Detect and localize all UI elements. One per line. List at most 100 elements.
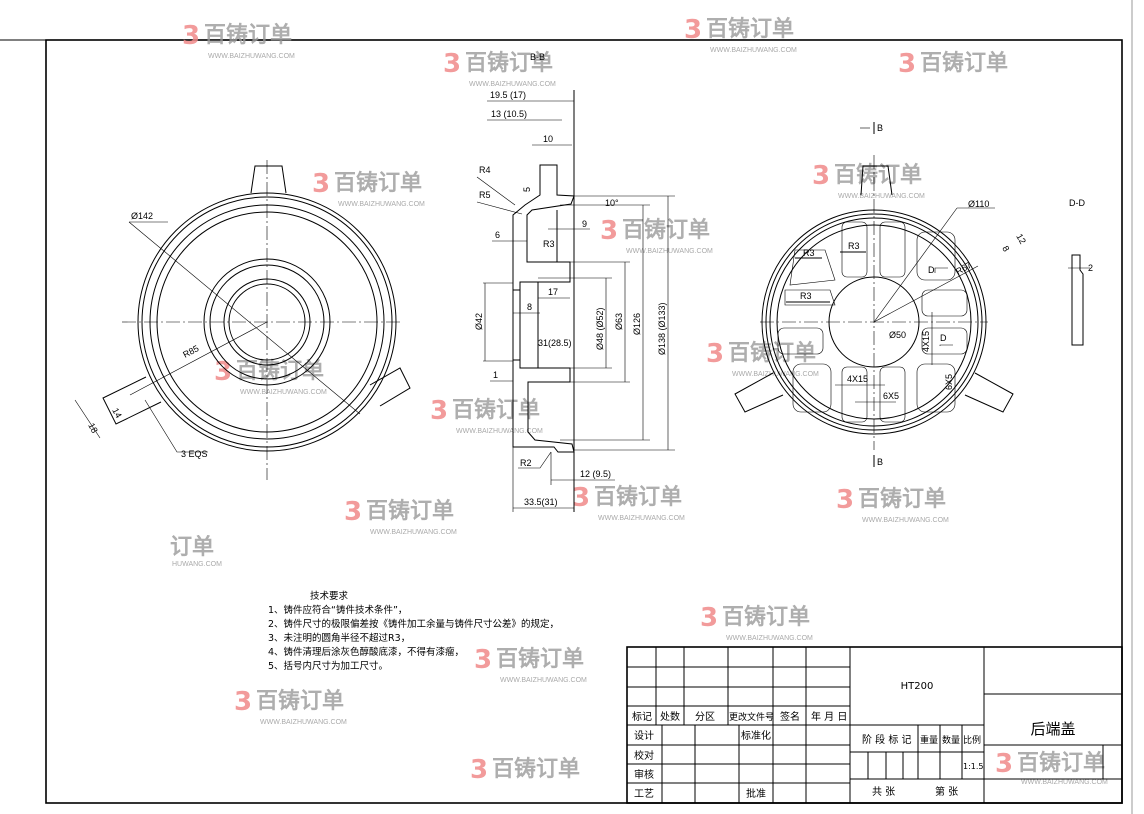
drawing-label: HUWANG.COM xyxy=(172,561,222,568)
drawing-label: 更改文件号 xyxy=(729,711,774,723)
requirement-item: 1、铸件应符合“铸件技术条件”， xyxy=(268,605,408,616)
drawing-label: WWW.BAIZHUWANG.COM xyxy=(240,389,327,396)
drawing-label: Ø110 xyxy=(968,199,989,209)
drawing-label: WWW.BAIZHUWANG.COM xyxy=(370,529,457,536)
drawing-label: R2 xyxy=(520,458,532,468)
drawing-label: 17 xyxy=(548,287,558,297)
drawing-label: 9 xyxy=(582,219,587,229)
drawing-label: 3 xyxy=(700,603,718,633)
drawing-label: 数量 xyxy=(942,734,960,746)
drawing-label: 4X15 xyxy=(921,331,931,352)
drawing-label: 13 (10.5) xyxy=(491,109,527,119)
drawing-label: 10° xyxy=(605,198,619,208)
drawing-label: 33.5(31) xyxy=(524,497,558,507)
drawing-label: Ø142 xyxy=(131,211,153,221)
drawing-label: 10 xyxy=(543,134,553,144)
material: HT200 xyxy=(901,681,934,692)
drawing-label: 6X5 xyxy=(944,374,954,390)
drawing-label: B-B xyxy=(530,52,545,62)
drawing-label: 3 xyxy=(572,483,590,513)
drawing-label: 百铸订单 xyxy=(920,50,1008,76)
front-view: Ø142 R85 18 14 3 EQS xyxy=(74,160,411,480)
drawing-label: WWW.BAIZHUWANG.COM xyxy=(456,428,543,435)
drawing-label: 百铸订单 xyxy=(722,604,810,630)
title-block: HT200 后端盖 标记 处数 分区 更改文件号 签名 年 月 日 设计 校对 … xyxy=(626,646,1123,804)
drawing-label: R3 xyxy=(543,239,555,249)
drawing-label: 百铸订单 xyxy=(204,22,292,48)
section-view: B-B 19.5 (17) 13 (10.5) 10 R4 R5 5 10° 9… xyxy=(474,52,675,512)
drawing-label: WWW.BAIZHUWANG.COM xyxy=(469,81,556,88)
drawing-label: 百铸订单 xyxy=(594,484,682,510)
drawing-label: 3 xyxy=(474,645,492,675)
drawing-label: 处数 xyxy=(660,710,680,723)
drawing-label: 2 xyxy=(1088,263,1093,273)
drawing-label: 标准化 xyxy=(741,729,771,742)
drawing-label: WWW.BAIZHUWANG.COM xyxy=(710,47,797,54)
drawing-label: 签名 xyxy=(780,710,800,723)
drawing-label: Ø126 xyxy=(632,313,642,335)
drawing-label: 3 xyxy=(898,49,916,79)
drawing-label: 12 (9.5) xyxy=(580,469,611,479)
drawing-label: 第 张 xyxy=(935,785,958,798)
drawing-label: D xyxy=(928,265,935,275)
drawing-label: 3 xyxy=(182,21,200,51)
drawing-label: 31(28.5) xyxy=(538,338,572,348)
drawing-label: 3 xyxy=(836,485,854,515)
part-name: 后端盖 xyxy=(1030,720,1075,738)
drawing-label: 3 xyxy=(684,15,702,45)
drawing-label: 3 xyxy=(470,755,488,785)
drawing-label: 3 EQS xyxy=(181,449,208,459)
drawing-label: 百铸订单 xyxy=(496,646,584,672)
drawing-label: 共 张 xyxy=(872,786,895,798)
drawing-label: Ø50 xyxy=(889,330,906,340)
drawing-label: WWW.BAIZHUWANG.COM xyxy=(338,201,425,208)
drawing-label: 百铸订单 xyxy=(236,358,324,384)
drawing-label: 批准 xyxy=(746,787,766,800)
drawing-label: 百铸订单 xyxy=(334,170,422,196)
requirement-item: 2、铸件尺寸的极限偏差按《铸件加工余量与铸件尺寸公差》的规定， xyxy=(268,619,560,630)
requirement-item: 4、铸件清理后涂灰色醇酸底漆，不得有漆瘤， xyxy=(268,647,465,658)
drawing-label: WWW.BAIZHUWANG.COM xyxy=(838,193,925,200)
drawing-label: WWW.BAIZHUWANG.COM xyxy=(208,53,295,60)
drawing-label: 校对 xyxy=(634,749,654,762)
drawing-label: WWW.BAIZHUWANG.COM xyxy=(598,515,685,522)
drawing-label: D xyxy=(940,333,947,343)
drawing-label: 百铸订单 xyxy=(256,688,344,714)
drawing-label: 比例 xyxy=(963,734,981,746)
drawing-label: 18 xyxy=(86,421,100,435)
drawing-label: 1 xyxy=(493,370,498,380)
drawing-label: WWW.BAIZHUWANG.COM xyxy=(626,248,713,255)
drawing-label: R3 xyxy=(803,248,815,258)
drawing-label: Ø42 xyxy=(474,313,484,330)
drawing-label: 3 xyxy=(234,687,252,717)
drawing-label: WWW.BAIZHUWANG.COM xyxy=(726,635,813,642)
drawing-label: 3 xyxy=(995,749,1013,779)
drawing-label: 3 xyxy=(344,497,362,527)
drawing-label: 工艺 xyxy=(634,788,654,800)
detail-view: D-D 2 xyxy=(1068,198,1093,346)
drawing-label: 百铸订单 xyxy=(622,217,710,243)
drawing-label: R3 xyxy=(848,241,860,251)
drawing-label: 8 xyxy=(527,302,532,312)
drawing-label: B xyxy=(877,123,883,133)
drawing-label: 3 xyxy=(443,49,461,79)
drawing-label: 订单 xyxy=(170,535,214,560)
drawing-label: R85 xyxy=(181,343,200,360)
drawing-label: 14 xyxy=(110,406,124,420)
